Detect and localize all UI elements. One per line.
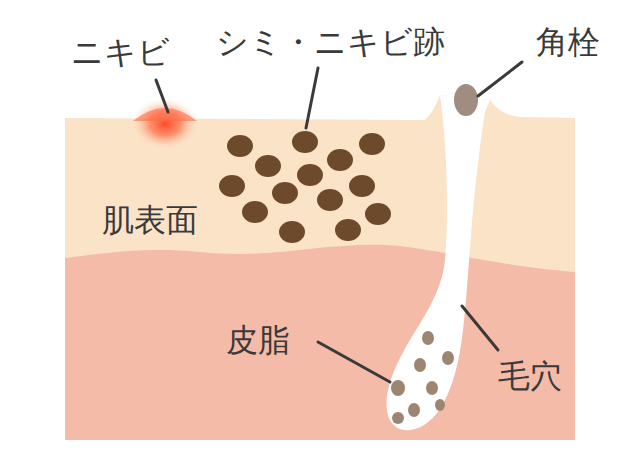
callout-label: 角栓: [536, 26, 600, 58]
keratin-plug: [453, 83, 479, 117]
callout-label: 毛穴: [498, 360, 562, 392]
dermis: [65, 235, 575, 440]
callout-label: シミ・ニキビ跡: [216, 26, 445, 58]
sebum: [391, 331, 454, 424]
epidermis: [65, 95, 575, 272]
callout-label: ニキビ: [71, 36, 170, 68]
spots: [219, 131, 391, 243]
pimple-bump: [133, 108, 197, 121]
leader-lines: [156, 62, 522, 382]
callout-label: 皮脂: [226, 324, 290, 356]
pore: [387, 95, 490, 430]
region-label: 肌表面: [102, 204, 198, 236]
